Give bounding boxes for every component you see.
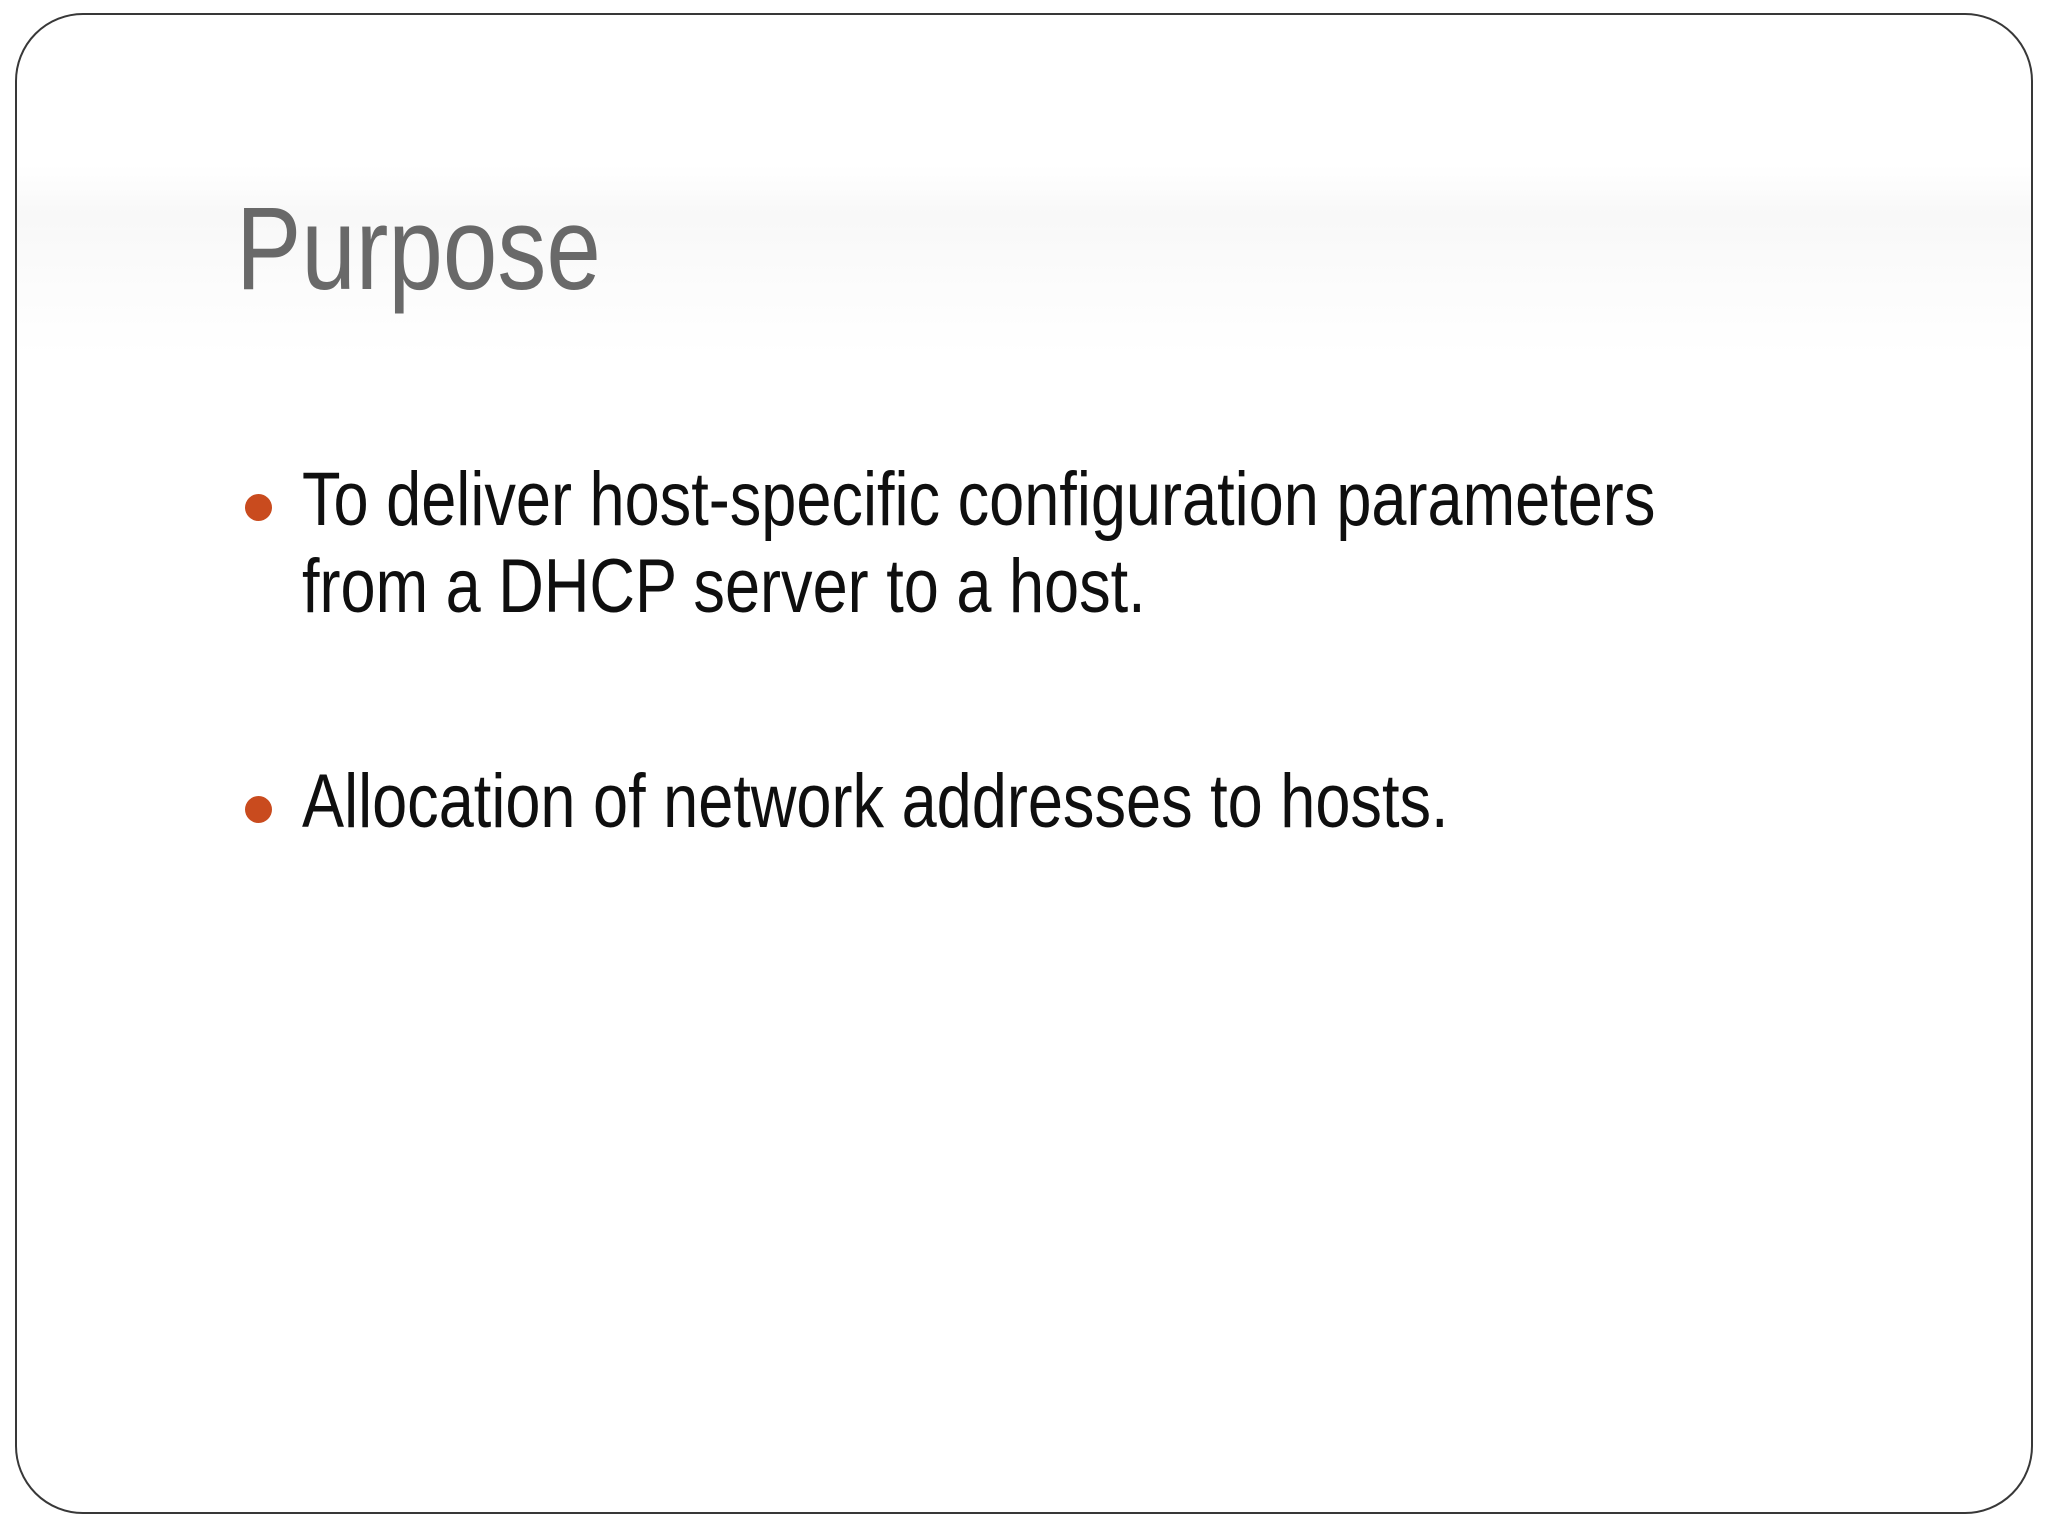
- bullet-dot-icon: [245, 494, 272, 521]
- bullet-dot-icon: [245, 796, 272, 823]
- bullet-line: from a DHCP server to a host.: [302, 544, 1146, 629]
- bullet-text-2: Allocation of network addresses to hosts…: [302, 758, 1879, 845]
- bullet-line: Allocation of network addresses to hosts…: [302, 759, 1449, 844]
- slide-frame: Purpose To deliver host-specific configu…: [15, 13, 2033, 1514]
- bullet-text-1: To deliver host-specific configuration p…: [302, 456, 1879, 630]
- bullet-item-1: To deliver host-specific configuration p…: [245, 456, 2048, 630]
- slide-title: Purpose: [236, 183, 601, 315]
- bullet-item-2: Allocation of network addresses to hosts…: [245, 758, 2048, 845]
- bullet-line: To deliver host-specific configuration p…: [302, 457, 1656, 542]
